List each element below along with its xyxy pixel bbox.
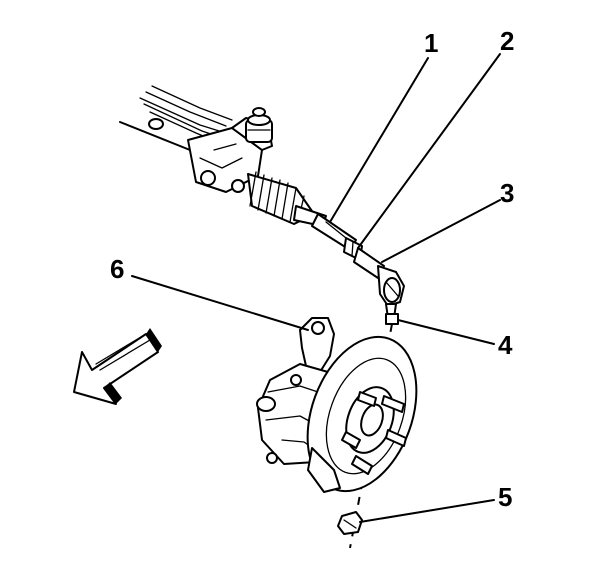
leader-line-1	[329, 57, 429, 223]
leader-line-2	[357, 53, 501, 249]
leader-line-3	[381, 199, 501, 263]
outer-tie-rod-end	[353, 247, 405, 319]
callout-leaders	[131, 53, 501, 523]
leader-line-6	[131, 275, 309, 331]
steering-knuckle-hub	[256, 317, 418, 493]
callout-label-5: 5	[498, 482, 512, 512]
callout-label-1: 1	[424, 28, 438, 58]
callout-label-4: 4	[498, 330, 513, 360]
steering-gear-assembly	[119, 85, 327, 227]
callout-label-2: 2	[500, 26, 514, 56]
leader-line-4	[397, 319, 495, 345]
leader-line-5	[359, 499, 495, 523]
front-direction-arrow-icon	[73, 328, 162, 405]
callout-label-6: 6	[110, 254, 124, 284]
callout-label-3: 3	[500, 178, 514, 208]
tie-rod-end-nut	[337, 511, 363, 535]
tie-rod-stud-nut	[385, 313, 399, 325]
